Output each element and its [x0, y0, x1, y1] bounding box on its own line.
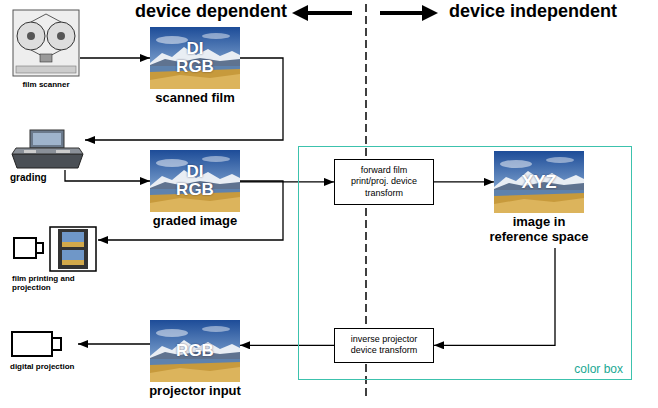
control-panel — [24, 150, 36, 153]
cloud — [156, 36, 188, 44]
transform-text: forward film print/proj. device transfor… — [345, 165, 423, 199]
console-desk — [12, 154, 83, 168]
right-arrow-head — [422, 5, 438, 21]
device-icon: digital projection — [10, 328, 78, 360]
cloud — [546, 157, 574, 163]
projector-lens — [52, 338, 61, 350]
grass-field — [494, 193, 584, 213]
icon-label: film printing and projection — [12, 274, 84, 292]
grass-field — [150, 362, 240, 382]
digproj-icon — [10, 328, 78, 360]
process-box: inverse projector device transform — [334, 328, 434, 363]
image-caption: graded image — [153, 214, 238, 229]
image-text: DI RGB — [176, 163, 214, 199]
film-path — [31, 14, 61, 58]
scanner-body — [13, 10, 79, 76]
icon-label: digital projection — [10, 362, 74, 371]
reel — [47, 22, 75, 50]
film-frame — [62, 232, 84, 247]
grass-front — [150, 367, 240, 382]
device-icon: film printing and projection — [12, 226, 98, 272]
image-caption: scanned film — [155, 91, 234, 106]
film-frame-ground — [62, 260, 84, 265]
grading-icon — [10, 128, 85, 170]
transform-text: inverse projector device transform — [345, 334, 423, 357]
side-label: device independent — [449, 1, 617, 22]
flow-arrow — [78, 343, 150, 344]
cloud — [156, 159, 188, 167]
film-strip — [58, 229, 88, 269]
image-caption: image in reference space — [483, 215, 595, 245]
image-text: XYZ — [521, 173, 556, 192]
flow-arrow — [65, 170, 150, 181]
icon-label: grading — [10, 172, 47, 184]
projector-body — [12, 332, 52, 356]
scanner-icon — [12, 8, 80, 78]
flow-arrow — [434, 248, 555, 345]
cloud — [500, 160, 532, 168]
projector-body — [14, 238, 36, 258]
image-node: XYZimage in reference space — [494, 151, 584, 213]
image-caption: projector input — [149, 384, 241, 399]
left-arrow-head — [292, 5, 308, 21]
right-arrow-shaft — [380, 11, 424, 15]
film-frame — [62, 250, 84, 265]
image-text: DI RGB — [176, 40, 214, 76]
image-node: DI RGBgraded image — [150, 150, 240, 212]
cloud — [202, 156, 230, 162]
sky — [150, 27, 240, 89]
reel-hub — [27, 32, 35, 40]
grass-front — [150, 74, 240, 89]
cloud — [202, 326, 230, 332]
group-box: color box forward film print/proj. device… — [298, 146, 632, 380]
screen — [50, 227, 96, 271]
sky — [150, 150, 240, 212]
monitor — [30, 130, 64, 148]
left-arrow-shaft — [306, 11, 352, 15]
scanner-gate — [40, 54, 52, 62]
control-panel — [56, 150, 70, 153]
side-label: device dependent — [135, 1, 287, 22]
image-node: RGBprojector input — [150, 320, 240, 382]
icon-label: film scanner — [22, 80, 69, 89]
film-frame-ground — [62, 242, 84, 247]
reel-hub — [57, 32, 65, 40]
sky — [494, 151, 584, 213]
image-text: RGB — [176, 342, 214, 360]
projector-lens — [36, 243, 43, 253]
console-top — [12, 148, 83, 154]
flow-arrow — [80, 57, 150, 58]
sky — [150, 320, 240, 382]
cloud — [202, 33, 230, 39]
group-label: color box — [574, 362, 623, 376]
monitor-screen — [33, 133, 61, 145]
cloud — [156, 329, 188, 337]
reel — [17, 22, 45, 50]
grass-front — [150, 197, 240, 212]
flow-arrow — [240, 345, 334, 346]
device-icon: film scanner — [12, 8, 80, 78]
device-icon: grading — [10, 128, 85, 170]
scanner-base — [16, 66, 76, 73]
flow-arrow — [434, 181, 494, 182]
image-node: DI RGBscanned film — [150, 27, 240, 89]
filmproj-icon — [12, 226, 98, 272]
process-box: forward film print/proj. device transfor… — [334, 159, 434, 205]
grass-front — [494, 198, 584, 213]
